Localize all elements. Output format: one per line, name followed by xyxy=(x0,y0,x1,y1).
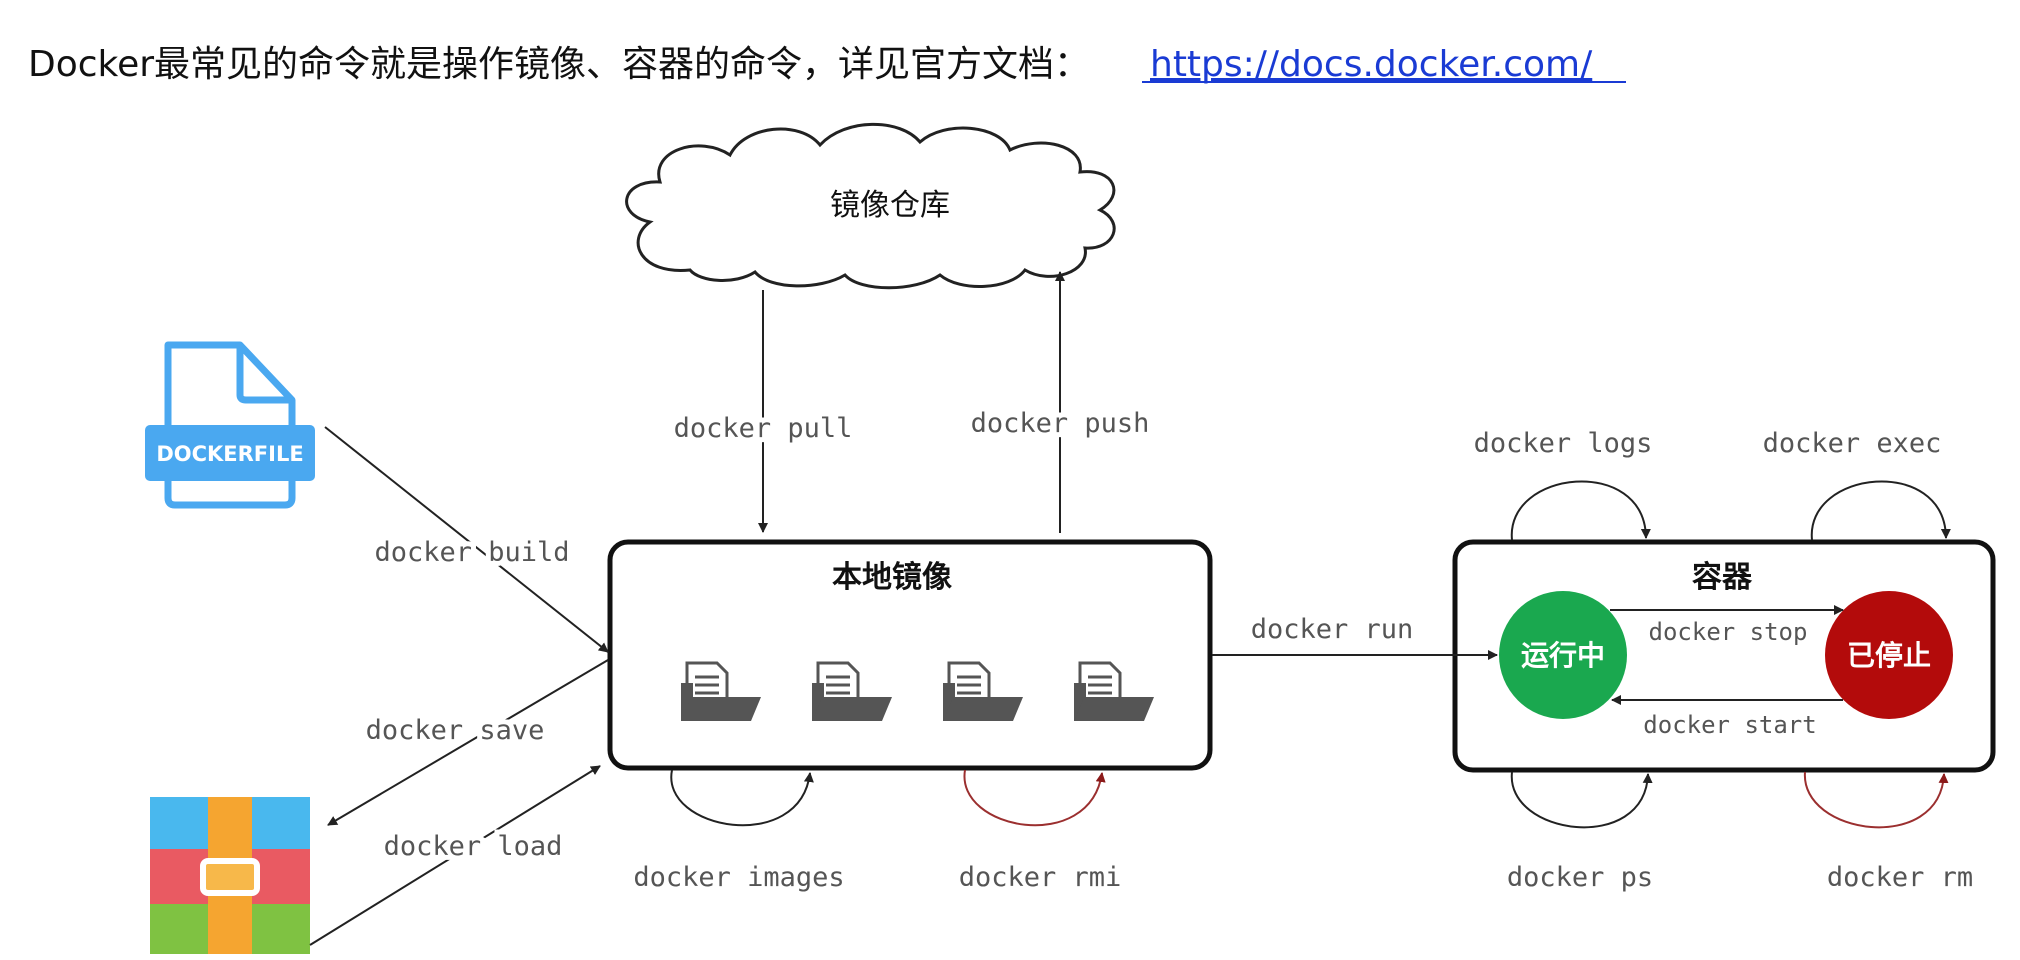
load-label: docker load xyxy=(384,831,563,862)
container-label: 容器 xyxy=(1692,560,1753,595)
build-arrow xyxy=(324,426,609,653)
save-arrow xyxy=(327,659,609,826)
ps-loop-arrow xyxy=(1510,771,1653,829)
exec-label: docker exec xyxy=(1763,428,1942,459)
rm-label: docker rm xyxy=(1827,862,1973,893)
archive-icon xyxy=(150,797,310,954)
header-text: Docker最常见的命令就是操作镜像、容器的命令，详见官方文档： xyxy=(28,44,1090,85)
image-file-icon xyxy=(943,661,1023,721)
build-label: docker build xyxy=(374,537,569,568)
image-file-icon xyxy=(681,661,761,721)
image-file-icon xyxy=(812,661,892,721)
dockerfile-label: DOCKERFILE xyxy=(156,442,303,466)
logs-loop-arrow xyxy=(1510,480,1651,541)
docs-link[interactable]: https://docs.docker.com/ xyxy=(1150,44,1593,85)
dockerfile-icon: DOCKERFILE xyxy=(145,341,315,509)
images-label: docker images xyxy=(633,862,844,893)
rmi-loop-arrow xyxy=(963,769,1106,827)
rm-loop-arrow xyxy=(1803,771,1949,829)
local-images-box xyxy=(607,539,1213,771)
load-arrow xyxy=(309,765,601,946)
rmi-label: docker rmi xyxy=(959,862,1122,893)
running-label: 运行中 xyxy=(1521,639,1605,672)
ps-label: docker ps xyxy=(1507,862,1653,893)
registry-label: 镜像仓库 xyxy=(830,188,950,223)
stop-label: docker stop xyxy=(1649,618,1808,646)
run-label: docker run xyxy=(1251,614,1414,645)
push-label: docker push xyxy=(971,408,1150,439)
logs-label: docker logs xyxy=(1474,428,1653,459)
registry-cloud: 镜像仓库 xyxy=(625,122,1116,290)
running-state xyxy=(1499,591,1627,719)
stopped-state xyxy=(1825,591,1953,719)
start-label: docker start xyxy=(1643,711,1816,739)
exec-loop-arrow xyxy=(1810,480,1951,541)
pull-label: docker pull xyxy=(674,413,853,444)
image-file-icon xyxy=(1074,661,1154,721)
local-images-label: 本地镜像 xyxy=(832,560,952,595)
images-loop-arrow xyxy=(670,769,814,827)
stopped-label: 已停止 xyxy=(1847,639,1931,672)
save-label: docker save xyxy=(366,715,545,746)
